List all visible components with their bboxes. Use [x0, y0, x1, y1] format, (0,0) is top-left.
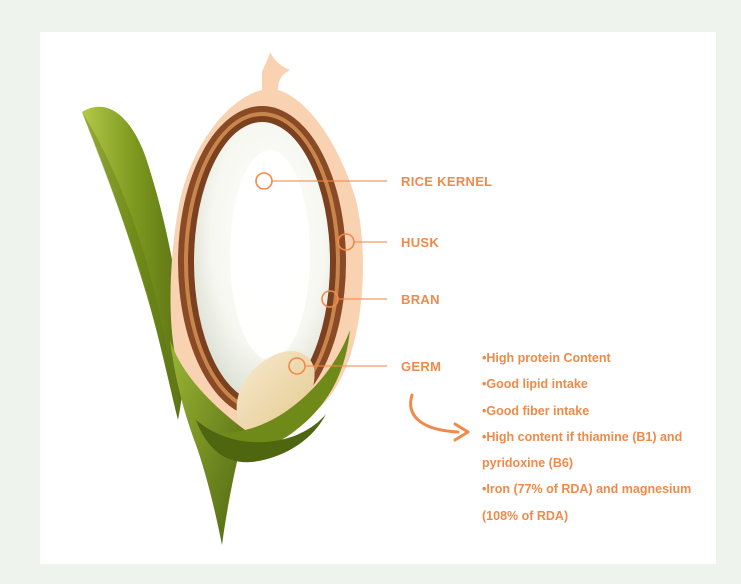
bran-label: BRAN [401, 292, 440, 307]
germ-notes-list: •High protein Content •Good lipid intake… [482, 345, 727, 529]
germ-note: •Good fiber intake [482, 398, 727, 424]
germ-note: •Good lipid intake [482, 371, 727, 397]
curved-arrow-icon [411, 395, 458, 432]
germ-note: pyridoxine (B6) [482, 450, 727, 476]
germ-note: •High content if thiamine (B1) and [482, 424, 727, 450]
germ-note: •Iron (77% of RDA) and magnesium [482, 476, 727, 502]
husk-label: HUSK [401, 235, 439, 250]
germ-note: (108% of RDA) [482, 503, 727, 529]
germ-note: •High protein Content [482, 345, 727, 371]
rice-kernel-label: RICE KERNEL [401, 174, 492, 189]
germ-label: GERM [401, 359, 441, 374]
